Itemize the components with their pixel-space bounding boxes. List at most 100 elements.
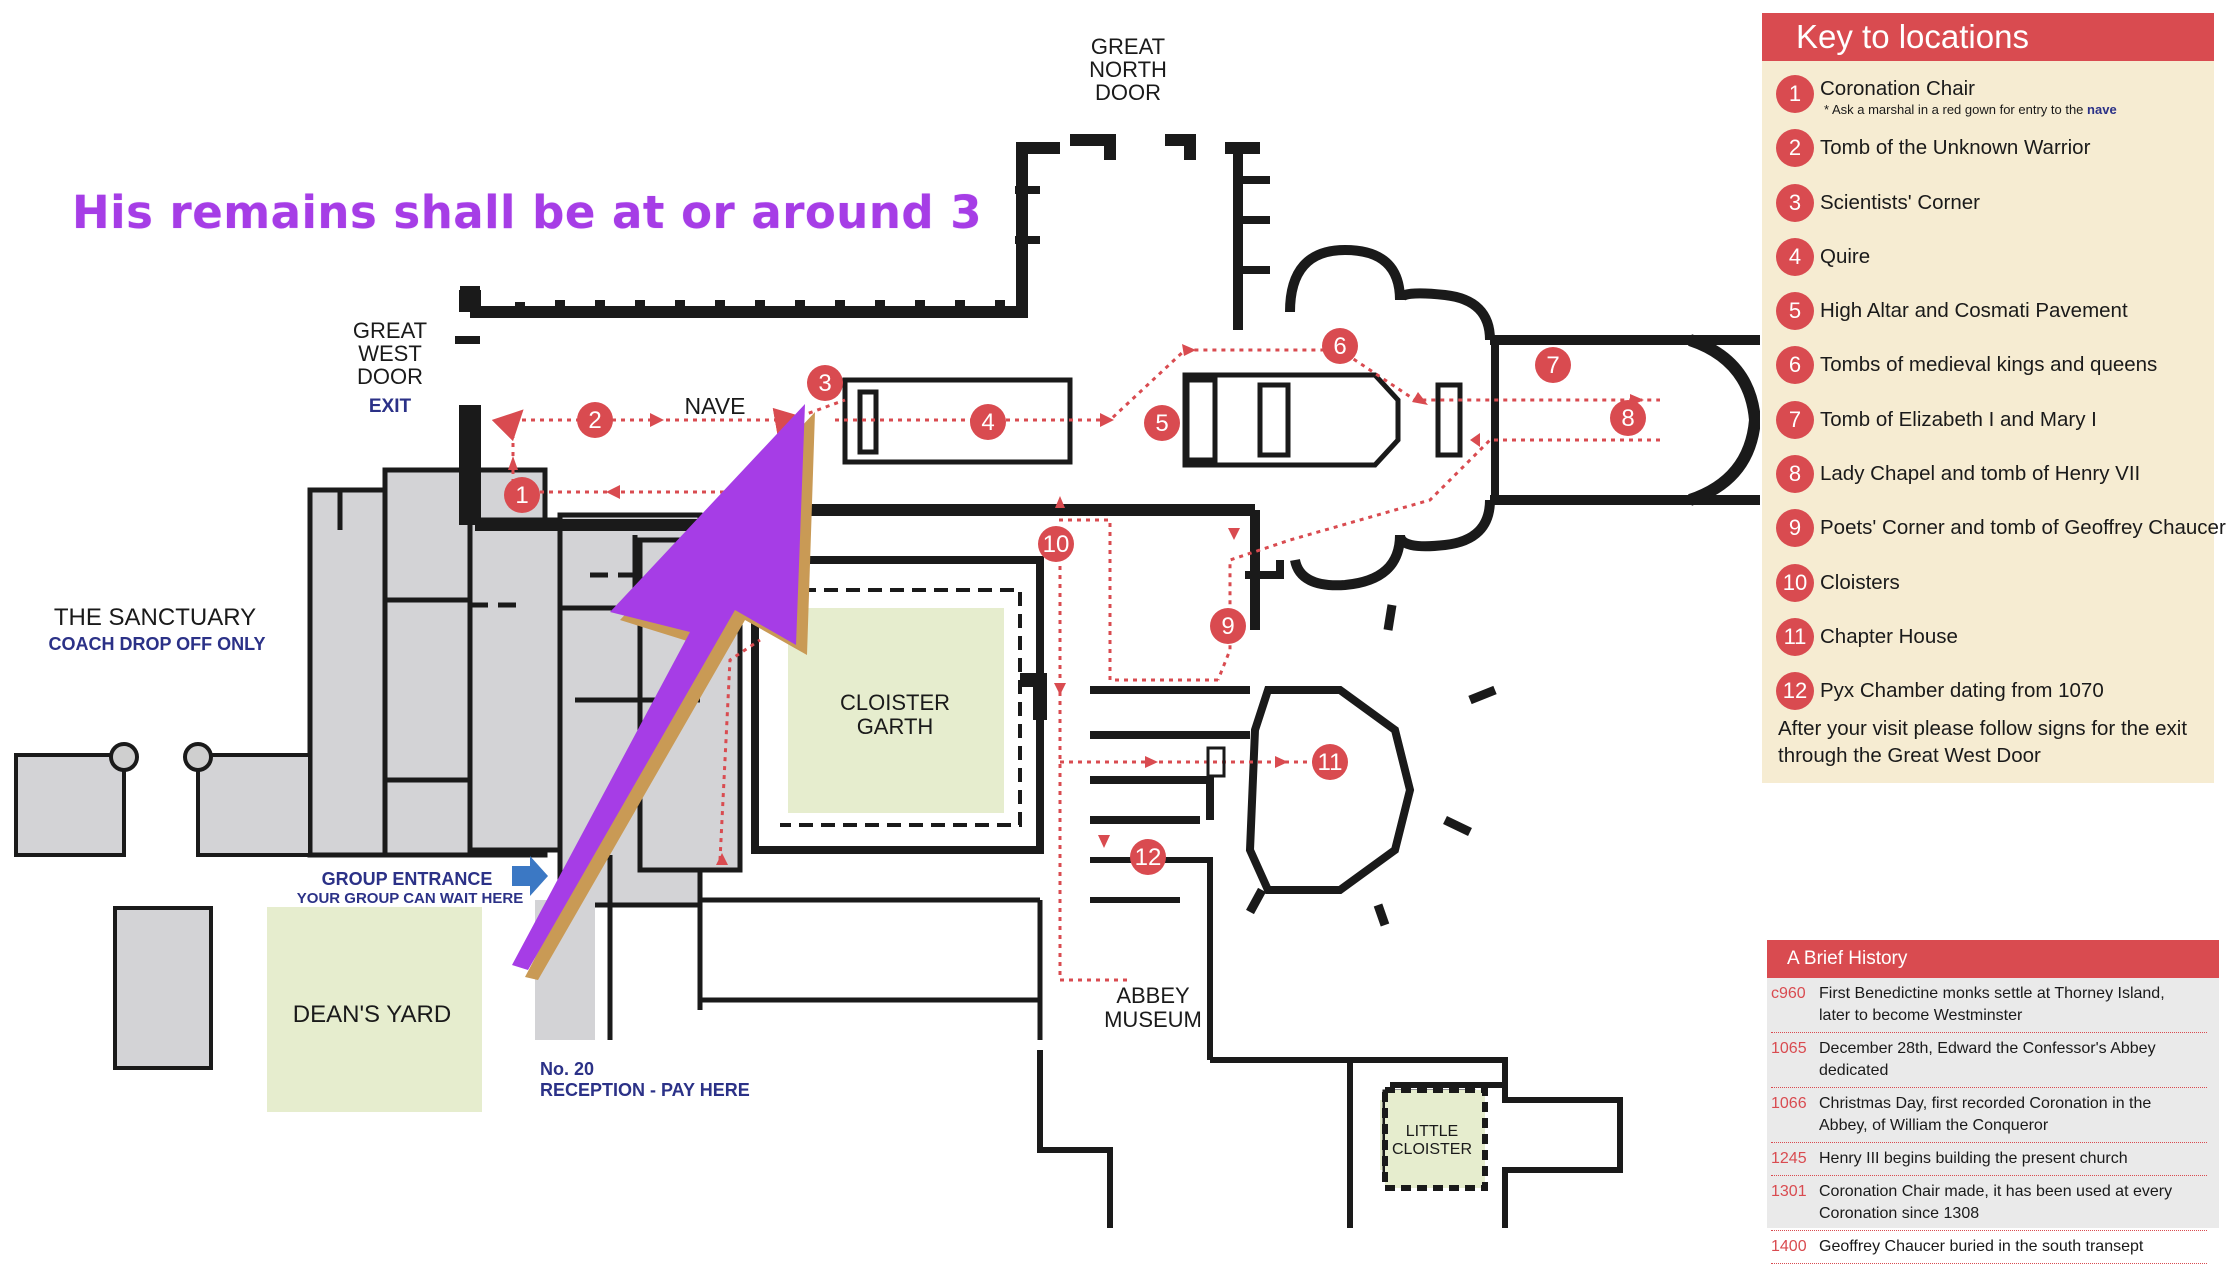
key-badge: 9 xyxy=(1776,509,1814,548)
abbey-floor-plan: GREAT NORTH DOOR GREAT WEST DOOR EXIT NA… xyxy=(14,34,1760,1228)
key-badge: 2 xyxy=(1776,129,1814,168)
little-cloister-line1: LITTLE xyxy=(1406,1123,1458,1140)
history-text: Coronation Chair made, it has been used … xyxy=(1819,1183,2173,1222)
marker-6[interactable]: 6 xyxy=(1322,328,1358,364)
group-entrance-arrow xyxy=(512,856,548,896)
svg-text:4: 4 xyxy=(981,409,994,436)
west-door-line3: DOOR xyxy=(357,364,423,389)
history-row: 1301 Coronation Chair made, it has been u… xyxy=(1771,1176,2207,1231)
svg-text:9: 9 xyxy=(1221,613,1234,640)
marker-1[interactable]: 1 xyxy=(504,477,540,513)
deans-yard-label: DEAN'S YARD xyxy=(293,1001,451,1028)
marker-8[interactable]: 8 xyxy=(1610,400,1646,436)
svg-text:8: 8 xyxy=(1621,405,1634,432)
history-year: 1400 xyxy=(1771,1238,1807,1255)
history-year: 1065 xyxy=(1771,1040,1807,1057)
history-year: 1301 xyxy=(1771,1183,1807,1200)
key-badge: 3 xyxy=(1776,183,1814,222)
map-labels: GREAT NORTH DOOR GREAT WEST DOOR EXIT NA… xyxy=(48,34,1472,1158)
chapter-house-ticks xyxy=(1246,604,1497,927)
marker-5[interactable]: 5 xyxy=(1144,405,1180,441)
exit-note: After your visit please follow signs for… xyxy=(1778,717,2188,767)
key-panel: Key to locations 1 Coronation Chair * As… xyxy=(1762,13,2226,783)
group-entrance-label: GROUP ENTRANCE xyxy=(322,869,493,889)
key-item-name: High Altar and Cosmati Pavement xyxy=(1820,299,2128,323)
svg-text:10: 10 xyxy=(1043,531,1070,558)
sanctuary-label: THE SANCTUARY xyxy=(54,604,256,631)
key-item-name: Lady Chapel and tomb of Henry VII xyxy=(1820,462,2141,486)
group-wait-label: YOUR GROUP CAN WAIT HERE xyxy=(297,890,523,907)
quire-blocks xyxy=(842,372,1463,468)
west-door-line1: GREAT xyxy=(353,318,427,343)
marker-4[interactable]: 4 xyxy=(970,404,1006,440)
svg-text:2: 2 xyxy=(588,407,601,434)
marker-10[interactable]: 10 xyxy=(1038,526,1074,562)
key-badge: 12 xyxy=(1776,672,1814,711)
cloister-garth-line1: CLOISTER xyxy=(840,690,950,715)
history-year: 1245 xyxy=(1771,1150,1807,1167)
key-badge: 7 xyxy=(1776,400,1814,439)
marker-11[interactable]: 11 xyxy=(1312,744,1348,780)
key-item-name: Pyx Chamber dating from 1070 xyxy=(1820,679,2104,703)
key-badge: 1 xyxy=(1776,75,1814,113)
coach-label: COACH DROP OFF ONLY xyxy=(48,634,265,654)
key-item-name: Quire xyxy=(1820,244,1871,268)
reception-label: RECEPTION - PAY HERE xyxy=(540,1080,750,1100)
svg-text:7: 7 xyxy=(1546,352,1559,379)
exit-label: EXIT xyxy=(369,396,412,417)
turnstile xyxy=(1206,746,1226,778)
history-year: 1066 xyxy=(1771,1095,1807,1112)
location-markers: 1 2 3 4 5 6 7 8 9 10 11 12 xyxy=(504,328,1646,875)
marker-7[interactable]: 7 xyxy=(1535,347,1571,383)
marker-2[interactable]: 2 xyxy=(577,402,613,438)
reception-number: No. 20 xyxy=(540,1059,594,1079)
history-title: A Brief History xyxy=(1767,940,2219,978)
key-badge: 11 xyxy=(1776,617,1814,656)
route-arrows xyxy=(508,344,1644,865)
key-badge: 8 xyxy=(1776,455,1814,494)
key-badge: 6 xyxy=(1776,346,1814,385)
annotation-caption: His remains shall be at or around 3 xyxy=(72,186,983,239)
svg-text:6: 6 xyxy=(1333,333,1346,360)
history-year: c960 xyxy=(1771,985,1806,1002)
marker-9[interactable]: 9 xyxy=(1210,608,1246,644)
building-outlines xyxy=(307,487,700,783)
deans-yard-area xyxy=(267,907,482,1112)
marker-12[interactable]: 12 xyxy=(1130,839,1166,875)
pointer-arrow xyxy=(512,404,815,980)
key-badge: 5 xyxy=(1776,292,1814,331)
nave-label: NAVE xyxy=(685,393,746,419)
key-item-1[interactable]: 1 Coronation Chair * Ask a marshal in a … xyxy=(1762,71,2214,125)
svg-text:3: 3 xyxy=(818,370,831,397)
history-text: Geoffrey Chaucer buried in the south tra… xyxy=(1819,1238,2144,1255)
cloister-garth-line2: GARTH xyxy=(857,714,934,739)
north-door-line2: NORTH xyxy=(1089,57,1167,82)
abbey-museum-line2: MUSEUM xyxy=(1104,1007,1202,1032)
key-list: 1 Coronation Chair * Ask a marshal in a … xyxy=(1762,71,2226,723)
key-item-name: Tombs of medieval kings and queens xyxy=(1820,353,2158,377)
key-item-name: Cloisters xyxy=(1820,570,1900,594)
key-title: Key to locations xyxy=(1762,13,2214,61)
svg-text:5: 5 xyxy=(1155,410,1168,437)
key-item-name: Chapter House xyxy=(1820,624,1958,648)
marker-3[interactable]: 3 xyxy=(807,365,843,401)
key-item-note: * Ask a marshal in a red gown for entry … xyxy=(1824,102,2117,117)
history-text: Henry III begins building the present ch… xyxy=(1819,1150,2128,1167)
svg-text:12: 12 xyxy=(1135,844,1162,871)
key-item-name: Coronation Chair xyxy=(1820,77,1975,100)
abbey-museum-line1: ABBEY xyxy=(1116,983,1190,1008)
